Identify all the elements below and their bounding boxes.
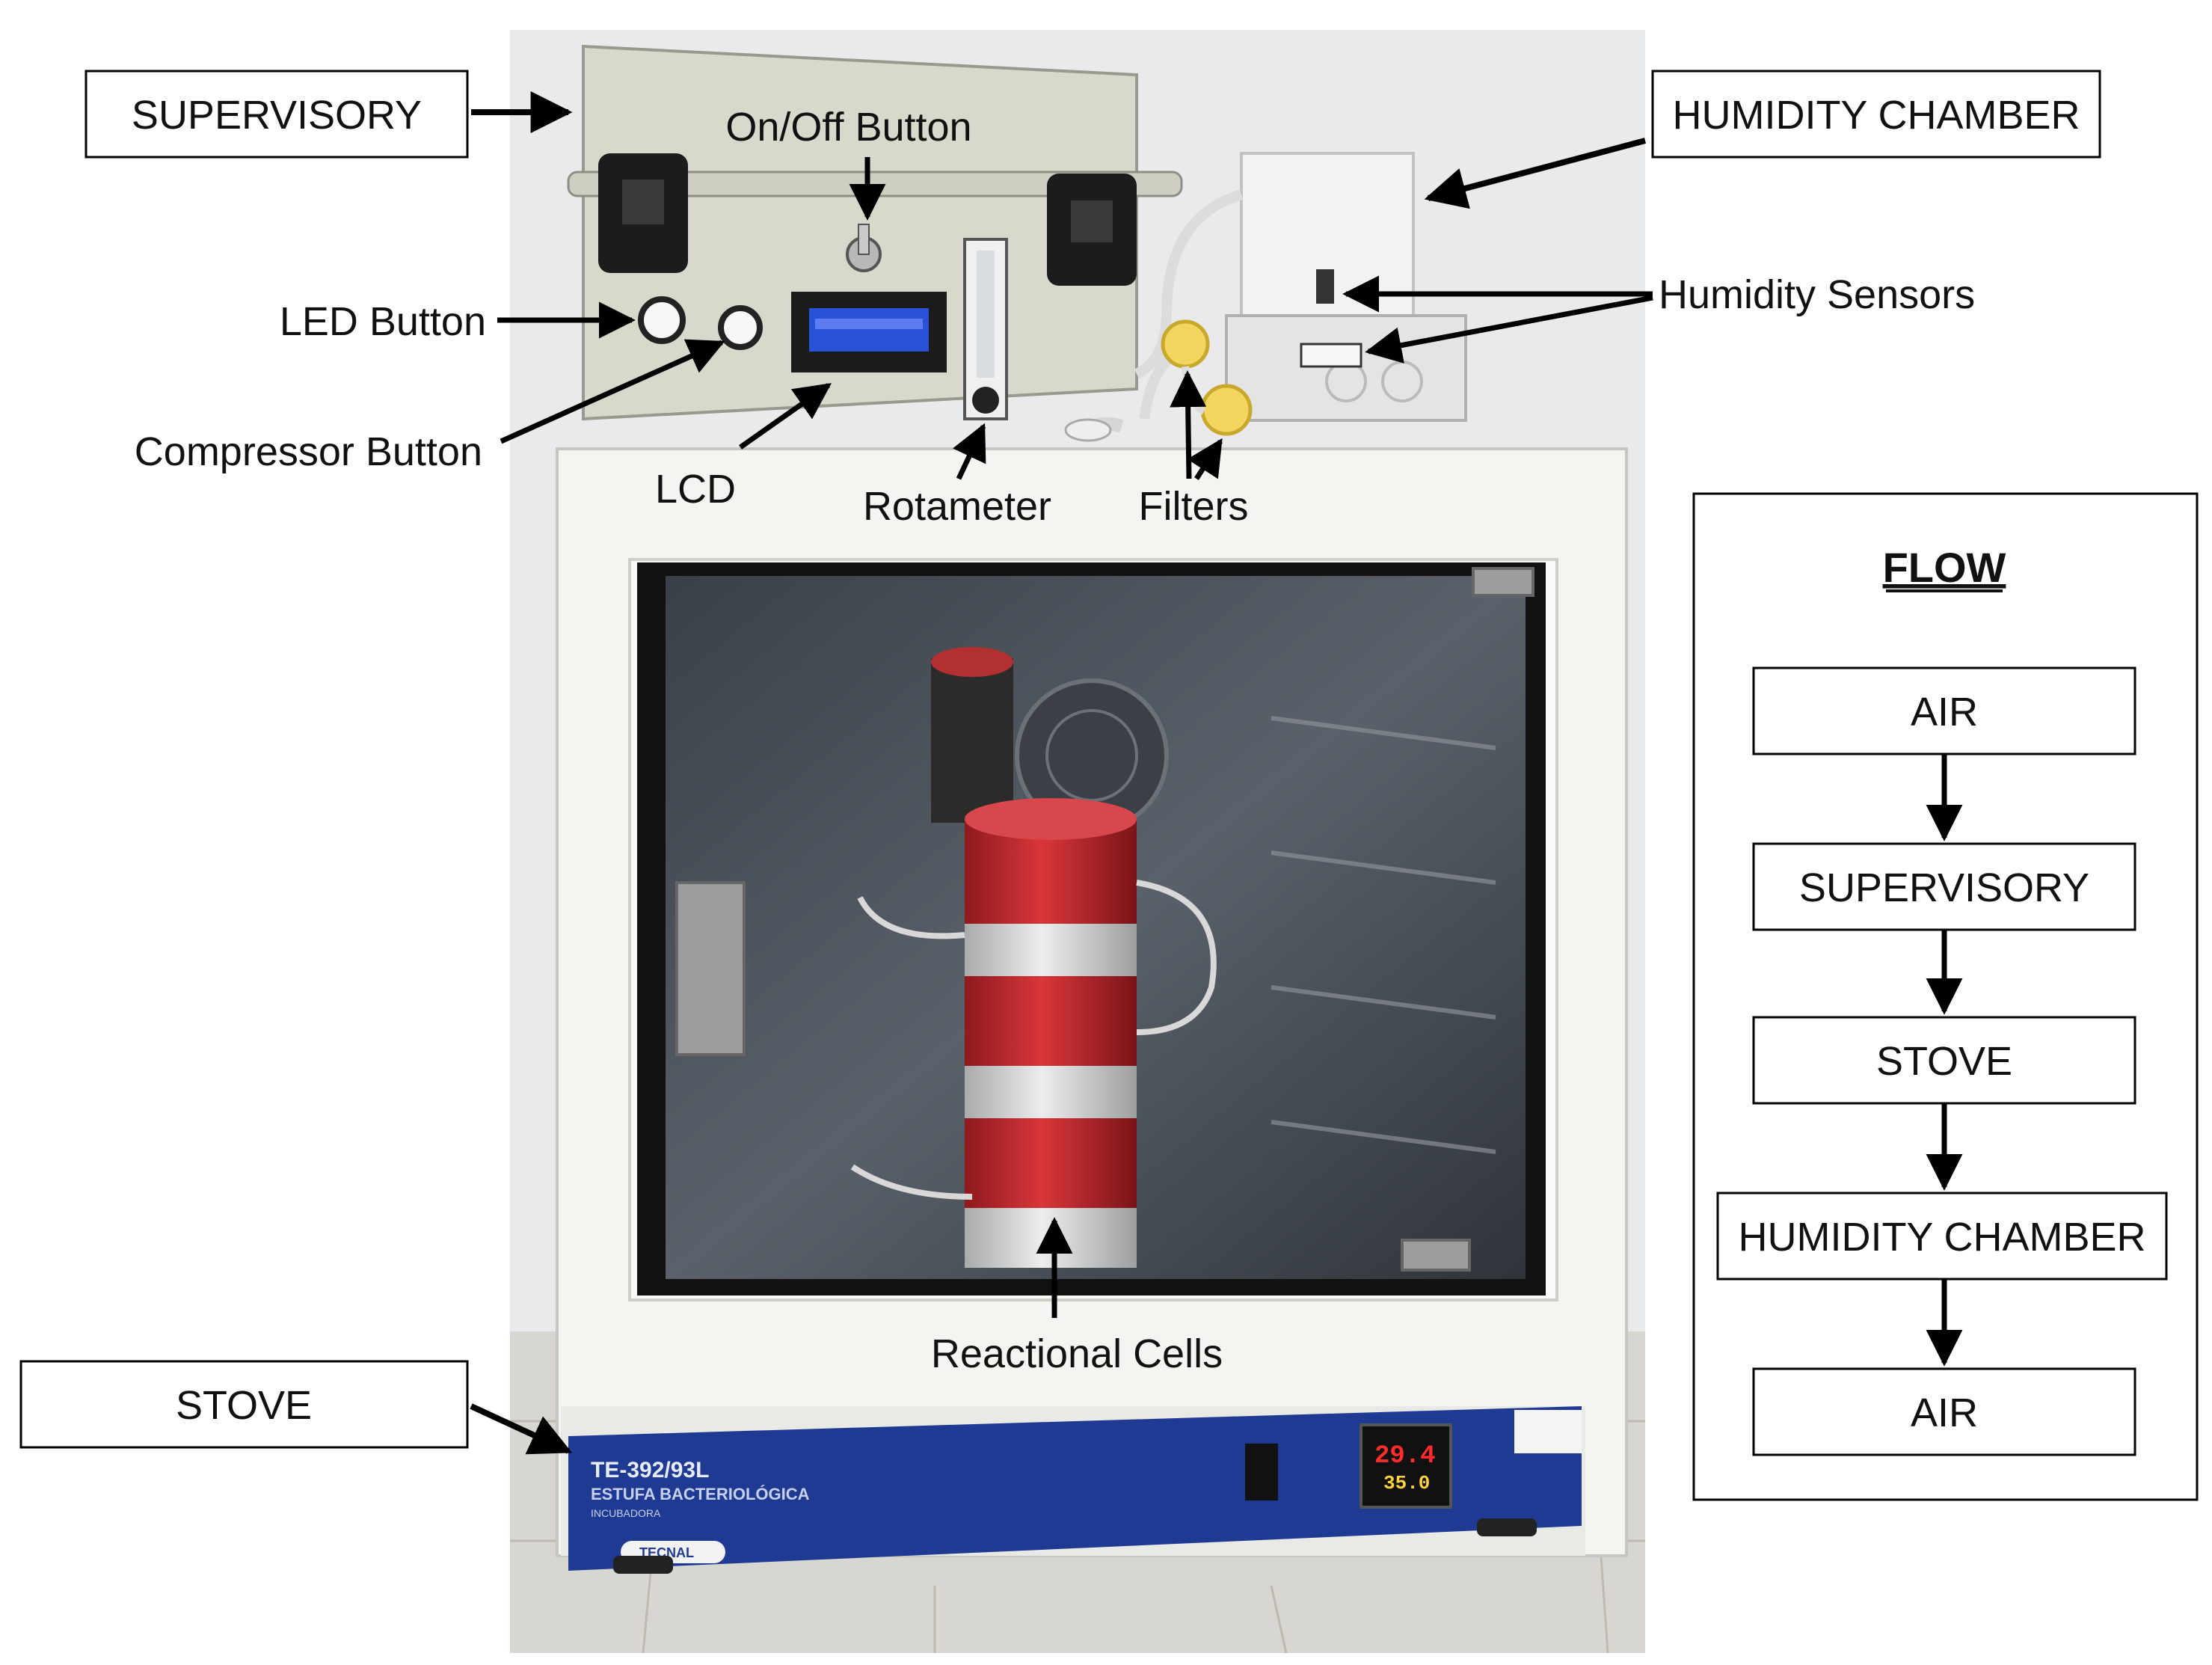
callout-stove: STOVE xyxy=(19,1360,573,1455)
display-setpoint: 35.0 xyxy=(1383,1472,1430,1494)
svg-text:HUMIDITY CHAMBER: HUMIDITY CHAMBER xyxy=(1738,1215,2145,1260)
stove-product-label: ESTUFA BACTERIOLÓGICA xyxy=(591,1485,810,1503)
flow-step: SUPERVISORY xyxy=(1752,842,2136,931)
svg-text:Humidity Sensors: Humidity Sensors xyxy=(1659,272,1975,317)
filter-2 xyxy=(1200,384,1253,436)
stove-subtitle-label: INCUBADORA xyxy=(591,1507,661,1519)
svg-text:SUPERVISORY: SUPERVISORY xyxy=(1799,865,2089,910)
stove-model-label: TE-392/93L xyxy=(591,1458,709,1482)
svg-text:AIR: AIR xyxy=(1911,1390,1978,1435)
svg-text:Filters: Filters xyxy=(1139,484,1249,529)
svg-text:STOVE: STOVE xyxy=(176,1383,312,1428)
flow-step: HUMIDITY CHAMBER xyxy=(1716,1192,2168,1281)
label-compressor-button: Compressor Button xyxy=(135,339,725,474)
svg-text:HUMIDITY CHAMBER: HUMIDITY CHAMBER xyxy=(1672,93,2080,138)
temperature-display xyxy=(1360,1423,1452,1509)
humidity-chamber xyxy=(1134,152,1467,436)
compressor-button-knob xyxy=(718,305,763,350)
flow-step: AIR xyxy=(1752,1367,2136,1456)
reactional-cell-stack xyxy=(850,647,1217,1268)
display-temp: 29.4 xyxy=(1374,1442,1436,1471)
flow-step: AIR xyxy=(1752,666,2136,755)
svg-text:LCD: LCD xyxy=(655,467,736,512)
label-reactional-cells: Reactional Cells xyxy=(931,1217,1223,1376)
photo: TE-392/93L ESTUFA BACTERIOLÓGICA INCUBAD… xyxy=(510,30,1645,1654)
label-lcd: LCD xyxy=(655,383,832,512)
svg-text:On/Off Button: On/Off Button xyxy=(725,105,971,150)
rotameter-tube xyxy=(963,238,1008,420)
on-off-toggle xyxy=(846,224,882,272)
supervisory-box xyxy=(567,44,1183,442)
svg-text:STOVE: STOVE xyxy=(1876,1039,2012,1084)
svg-text:Rotameter: Rotameter xyxy=(863,484,1051,529)
label-humidity-sensors: Humidity Sensors xyxy=(1342,272,1975,364)
svg-text:Compressor Button: Compressor Button xyxy=(135,429,482,474)
label-rotameter: Rotameter xyxy=(863,423,1051,529)
callout-humidity-chamber: HUMIDITY CHAMBER xyxy=(1424,70,2101,209)
filter-1 xyxy=(1161,319,1210,369)
callout-supervisory: SUPERVISORY xyxy=(85,70,573,159)
flow-panel: FLOW AIR SUPERVISORY STOVE HUMIDITY CHAM… xyxy=(1692,492,2199,1501)
label-on-off-button: On/Off Button xyxy=(725,105,972,221)
label-filters: Filters xyxy=(1139,370,1249,529)
svg-text:Reactional Cells: Reactional Cells xyxy=(931,1331,1223,1376)
svg-text:LED Button: LED Button xyxy=(280,299,486,344)
svg-text:SUPERVISORY: SUPERVISORY xyxy=(132,93,422,138)
svg-text:AIR: AIR xyxy=(1911,690,1978,735)
lcd-screen xyxy=(791,292,947,372)
stove-front-panel: TE-392/93L ESTUFA BACTERIOLÓGICA INCUBAD… xyxy=(561,1406,1585,1574)
stove: TE-392/93L ESTUFA BACTERIOLÓGICA INCUBAD… xyxy=(556,447,1628,1574)
flow-title: FLOW xyxy=(1883,544,2006,591)
led-button-knob xyxy=(638,296,686,344)
label-led-button: LED Button xyxy=(280,299,636,344)
flow-step: STOVE xyxy=(1752,1016,2136,1105)
